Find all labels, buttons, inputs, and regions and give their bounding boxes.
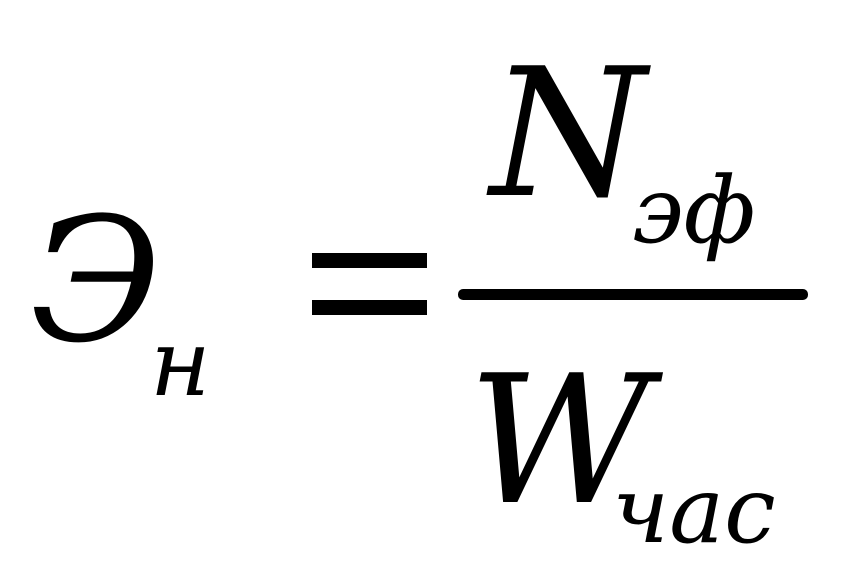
numerator-subscript: эф	[632, 157, 756, 264]
equals-sign-bottom-bar	[312, 300, 427, 315]
lhs-subscript: н	[150, 310, 211, 417]
denominator-symbol: W	[468, 337, 651, 544]
fraction-line	[458, 289, 808, 300]
denominator-subscript: час	[612, 457, 776, 564]
lhs-symbol: Э	[30, 180, 162, 381]
numerator-symbol: N	[490, 30, 646, 237]
equals-sign-top-bar	[312, 253, 427, 268]
